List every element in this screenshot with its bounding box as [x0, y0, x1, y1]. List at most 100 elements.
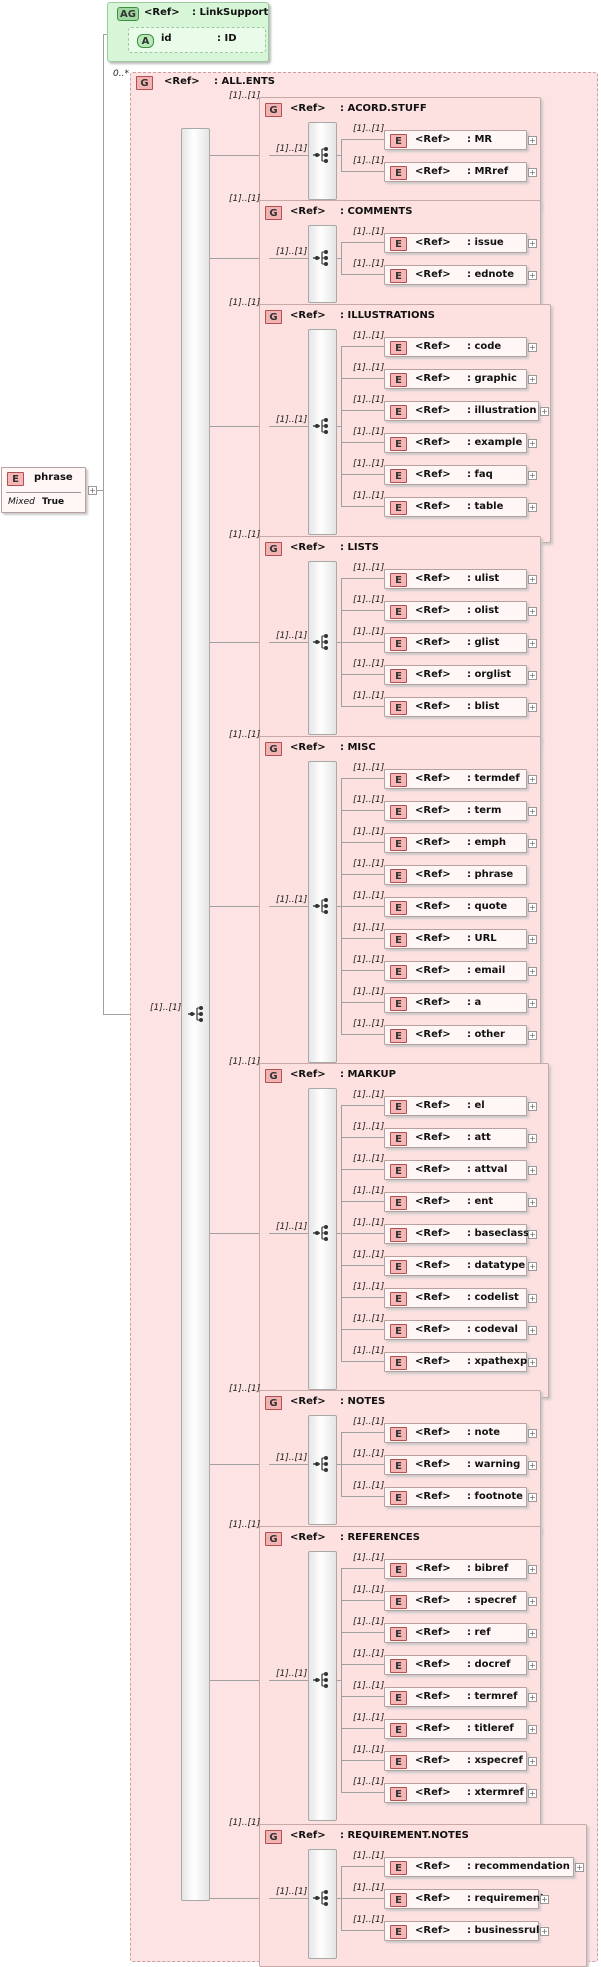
element-xtermref[interactable]: E<Ref>: xtermref: [384, 1783, 527, 1803]
element-example[interactable]: E<Ref>: example: [384, 433, 527, 453]
element-expand-toggle[interactable]: +: [528, 999, 537, 1008]
element-expand-toggle[interactable]: +: [528, 775, 537, 784]
element-blist[interactable]: E<Ref>: blist: [384, 697, 527, 717]
element-olist[interactable]: E<Ref>: olist: [384, 601, 527, 621]
element-expand-toggle[interactable]: +: [528, 1294, 537, 1303]
element-expand-toggle[interactable]: +: [528, 807, 537, 816]
element-illustration[interactable]: E<Ref>: illustration: [384, 401, 539, 421]
element-el[interactable]: E<Ref>: el: [384, 1096, 527, 1116]
element-expand-toggle[interactable]: +: [528, 375, 537, 384]
element-expand-toggle[interactable]: +: [528, 1693, 537, 1702]
element-expand-toggle[interactable]: +: [540, 407, 549, 416]
element-specref[interactable]: E<Ref>: specref: [384, 1591, 527, 1611]
element-term[interactable]: E<Ref>: term: [384, 801, 527, 821]
group-acord-stuff[interactable]: G<Ref>: ACORD.STUFF: [259, 97, 541, 208]
element-recommendation[interactable]: E<Ref>: recommendation: [384, 1857, 574, 1877]
element-expand-toggle[interactable]: +: [528, 1326, 537, 1335]
element-mr[interactable]: E<Ref>: MR: [384, 130, 527, 150]
element-expand-toggle[interactable]: +: [528, 168, 537, 177]
element-expand-toggle[interactable]: +: [528, 239, 537, 248]
element-bibref[interactable]: E<Ref>: bibref: [384, 1559, 527, 1579]
element-expand-toggle[interactable]: +: [528, 1757, 537, 1766]
element-other[interactable]: E<Ref>: other: [384, 1025, 527, 1045]
element-expand-toggle[interactable]: +: [528, 903, 537, 912]
element-xspecref[interactable]: E<Ref>: xspecref: [384, 1751, 527, 1771]
element-expand-toggle[interactable]: +: [528, 935, 537, 944]
element-expand-toggle[interactable]: +: [528, 439, 537, 448]
element-expand-toggle[interactable]: +: [528, 1358, 537, 1367]
group-comments[interactable]: G<Ref>: COMMENTS: [259, 200, 541, 311]
element-expand-toggle[interactable]: +: [528, 1597, 537, 1606]
element-ednote[interactable]: E<Ref>: ednote: [384, 265, 527, 285]
element-expand-toggle[interactable]: +: [528, 1565, 537, 1574]
element-titleref[interactable]: E<Ref>: titleref: [384, 1719, 527, 1739]
element-expand-toggle[interactable]: +: [528, 1661, 537, 1670]
element-code[interactable]: E<Ref>: code: [384, 337, 527, 357]
element-expand-toggle[interactable]: +: [528, 1262, 537, 1271]
element-expand-toggle[interactable]: +: [528, 967, 537, 976]
element-ent[interactable]: E<Ref>: ent: [384, 1192, 527, 1212]
element-url[interactable]: E<Ref>: URL: [384, 929, 527, 949]
element-attval[interactable]: E<Ref>: attval: [384, 1160, 527, 1180]
element-footnote[interactable]: E<Ref>: footnote: [384, 1487, 527, 1507]
main-sequence-bar[interactable]: [181, 128, 210, 1901]
element-expand-toggle[interactable]: +: [528, 1031, 537, 1040]
element-expand-toggle[interactable]: +: [528, 1725, 537, 1734]
element-expand-toggle[interactable]: +: [528, 575, 537, 584]
element-expand-toggle[interactable]: +: [528, 343, 537, 352]
element-table[interactable]: E<Ref>: table: [384, 497, 527, 517]
element-expand-toggle[interactable]: +: [528, 1789, 537, 1798]
element-codelist[interactable]: E<Ref>: codelist: [384, 1288, 527, 1308]
element-warning[interactable]: E<Ref>: warning: [384, 1455, 527, 1475]
element-expand-toggle[interactable]: +: [528, 703, 537, 712]
element-a[interactable]: E<Ref>: a: [384, 993, 527, 1013]
element-ref[interactable]: E<Ref>: ref: [384, 1623, 527, 1643]
element-issue[interactable]: E<Ref>: issue: [384, 233, 527, 253]
element-phrase[interactable]: E<Ref>: phrase: [384, 865, 527, 885]
element-termdef[interactable]: E<Ref>: termdef: [384, 769, 527, 789]
element-email[interactable]: E<Ref>: email: [384, 961, 527, 981]
element-ulist[interactable]: E<Ref>: ulist: [384, 569, 527, 589]
element-emph[interactable]: E<Ref>: emph: [384, 833, 527, 853]
inner-sequence-bar[interactable]: [308, 1088, 337, 1390]
element-orglist[interactable]: E<Ref>: orglist: [384, 665, 527, 685]
element-docref[interactable]: E<Ref>: docref: [384, 1655, 527, 1675]
element-codeval[interactable]: E<Ref>: codeval: [384, 1320, 527, 1340]
element-expand-toggle[interactable]: +: [528, 271, 537, 280]
element-expand-toggle[interactable]: +: [528, 503, 537, 512]
element-xpathexpr[interactable]: E<Ref>: xpathexpr: [384, 1352, 532, 1372]
element-quote[interactable]: E<Ref>: quote: [384, 897, 527, 917]
element-faq[interactable]: E<Ref>: faq: [384, 465, 527, 485]
element-mrref[interactable]: E<Ref>: MRref: [384, 162, 527, 182]
element-requirement[interactable]: E<Ref>: requirement: [384, 1889, 545, 1909]
element-expand-toggle[interactable]: +: [528, 1102, 537, 1111]
element-expand-toggle[interactable]: +: [540, 1927, 549, 1936]
element-expand-toggle[interactable]: +: [528, 1493, 537, 1502]
element-expand-toggle[interactable]: +: [528, 1230, 537, 1239]
element-expand-toggle[interactable]: +: [528, 639, 537, 648]
element-datatype[interactable]: E<Ref>: datatype: [384, 1256, 527, 1276]
element-expand-toggle[interactable]: +: [528, 671, 537, 680]
element-note[interactable]: E<Ref>: note: [384, 1423, 527, 1443]
root-expand-toggle[interactable]: +: [88, 486, 97, 495]
element-expand-toggle[interactable]: +: [528, 471, 537, 480]
element-expand-toggle[interactable]: +: [528, 839, 537, 848]
element-expand-toggle[interactable]: +: [528, 1134, 537, 1143]
element-expand-toggle[interactable]: +: [528, 607, 537, 616]
element-expand-toggle[interactable]: +: [528, 1629, 537, 1638]
element-termref[interactable]: E<Ref>: termref: [384, 1687, 527, 1707]
element-expand-toggle[interactable]: +: [528, 1429, 537, 1438]
element-expand-toggle[interactable]: +: [540, 1895, 549, 1904]
element-expand-toggle[interactable]: +: [528, 1166, 537, 1175]
element-graphic[interactable]: E<Ref>: graphic: [384, 369, 527, 389]
element-expand-toggle[interactable]: +: [575, 1863, 584, 1872]
element-expand-toggle[interactable]: +: [528, 136, 537, 145]
element-baseclass[interactable]: E<Ref>: baseclass: [384, 1224, 529, 1244]
element-glist[interactable]: E<Ref>: glist: [384, 633, 527, 653]
element-expand-toggle[interactable]: +: [528, 1198, 537, 1207]
element-expand-toggle[interactable]: +: [528, 1461, 537, 1470]
element-att[interactable]: E<Ref>: att: [384, 1128, 527, 1148]
